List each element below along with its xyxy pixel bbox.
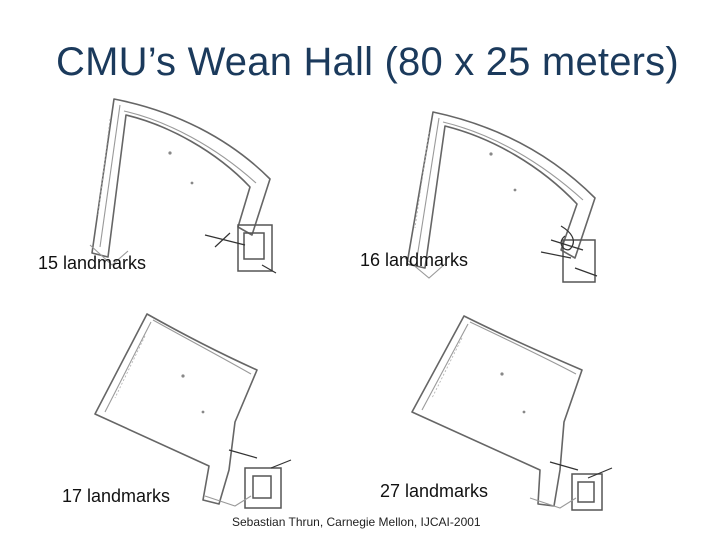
map-27-caption: 27 landmarks (380, 481, 489, 501)
map-16-caption: 16 landmarks (360, 250, 469, 270)
slide-footer: Sebastian Thrun, Carnegie Mellon, IJCAI-… (232, 515, 481, 529)
wean-hall-map-image (89, 98, 277, 274)
wean-hall-map-image (404, 111, 598, 283)
wean-hall-map-image (411, 315, 613, 511)
map-15-landmarks (80, 95, 280, 280)
map-16-landmarks (395, 108, 610, 293)
map-15-caption: 15 landmarks (38, 253, 147, 273)
map-17-landmarks (85, 310, 305, 515)
wean-hall-map-image (94, 313, 292, 509)
slide-title: CMU’s Wean Hall (80 x 25 meters) (56, 40, 679, 84)
map-27-landmarks (400, 312, 620, 517)
map-17-caption: 17 landmarks (62, 486, 171, 506)
